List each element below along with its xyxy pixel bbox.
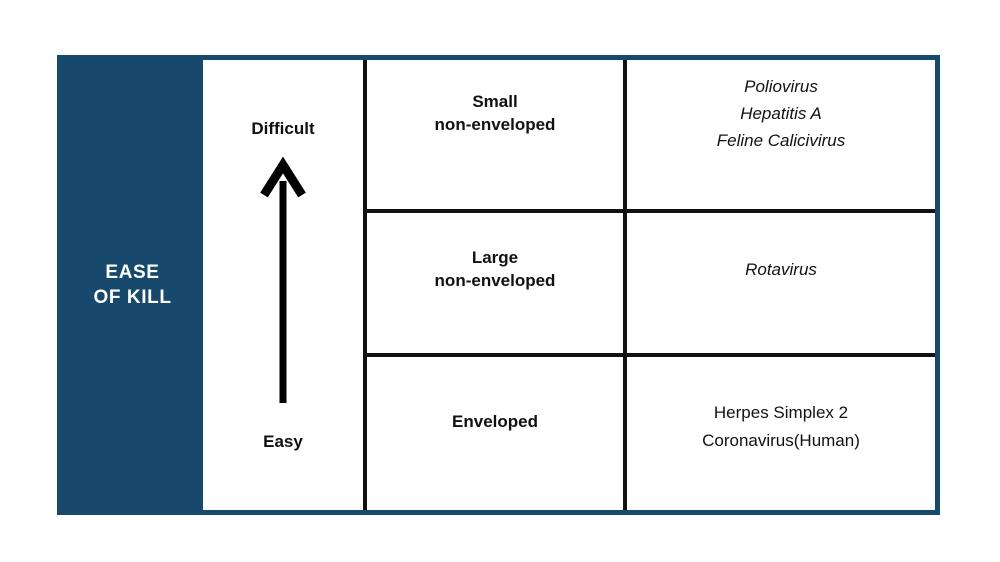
matrix-body: Small non-enveloped Poliovirus Hepatitis… (363, 60, 935, 510)
ease-of-kill-label: EASE OF KILL (93, 261, 172, 308)
category-cell-enveloped: Enveloped (367, 357, 627, 510)
scale-bottom-label: Easy (263, 432, 303, 451)
table-row: Enveloped Herpes Simplex 2 Coronavirus(H… (367, 357, 935, 510)
category-cell-small-non-enveloped: Small non-enveloped (367, 60, 627, 209)
up-arrow-glyph (260, 156, 306, 403)
table-row: Large non-enveloped Rotavirus (367, 213, 935, 357)
difficulty-scale-column: Difficult Easy (203, 60, 363, 510)
examples-cell-large-non-enveloped: Rotavirus (745, 260, 817, 280)
ease-of-kill-panel: EASE OF KILL (62, 60, 203, 510)
scale-top-label: Difficult (251, 119, 315, 138)
category-cell-large-non-enveloped: Large non-enveloped (367, 213, 627, 353)
examples-cell-enveloped: Herpes Simplex 2 Coronavirus(Human) (702, 403, 860, 450)
up-arrow-icon (260, 155, 306, 410)
examples-cell-small-non-enveloped: Poliovirus Hepatitis A Feline Caliciviru… (716, 76, 846, 151)
ease-of-kill-matrix: EASE OF KILL Difficult Easy Small non-en… (57, 55, 940, 515)
table-row: Small non-enveloped Poliovirus Hepatitis… (367, 60, 935, 213)
